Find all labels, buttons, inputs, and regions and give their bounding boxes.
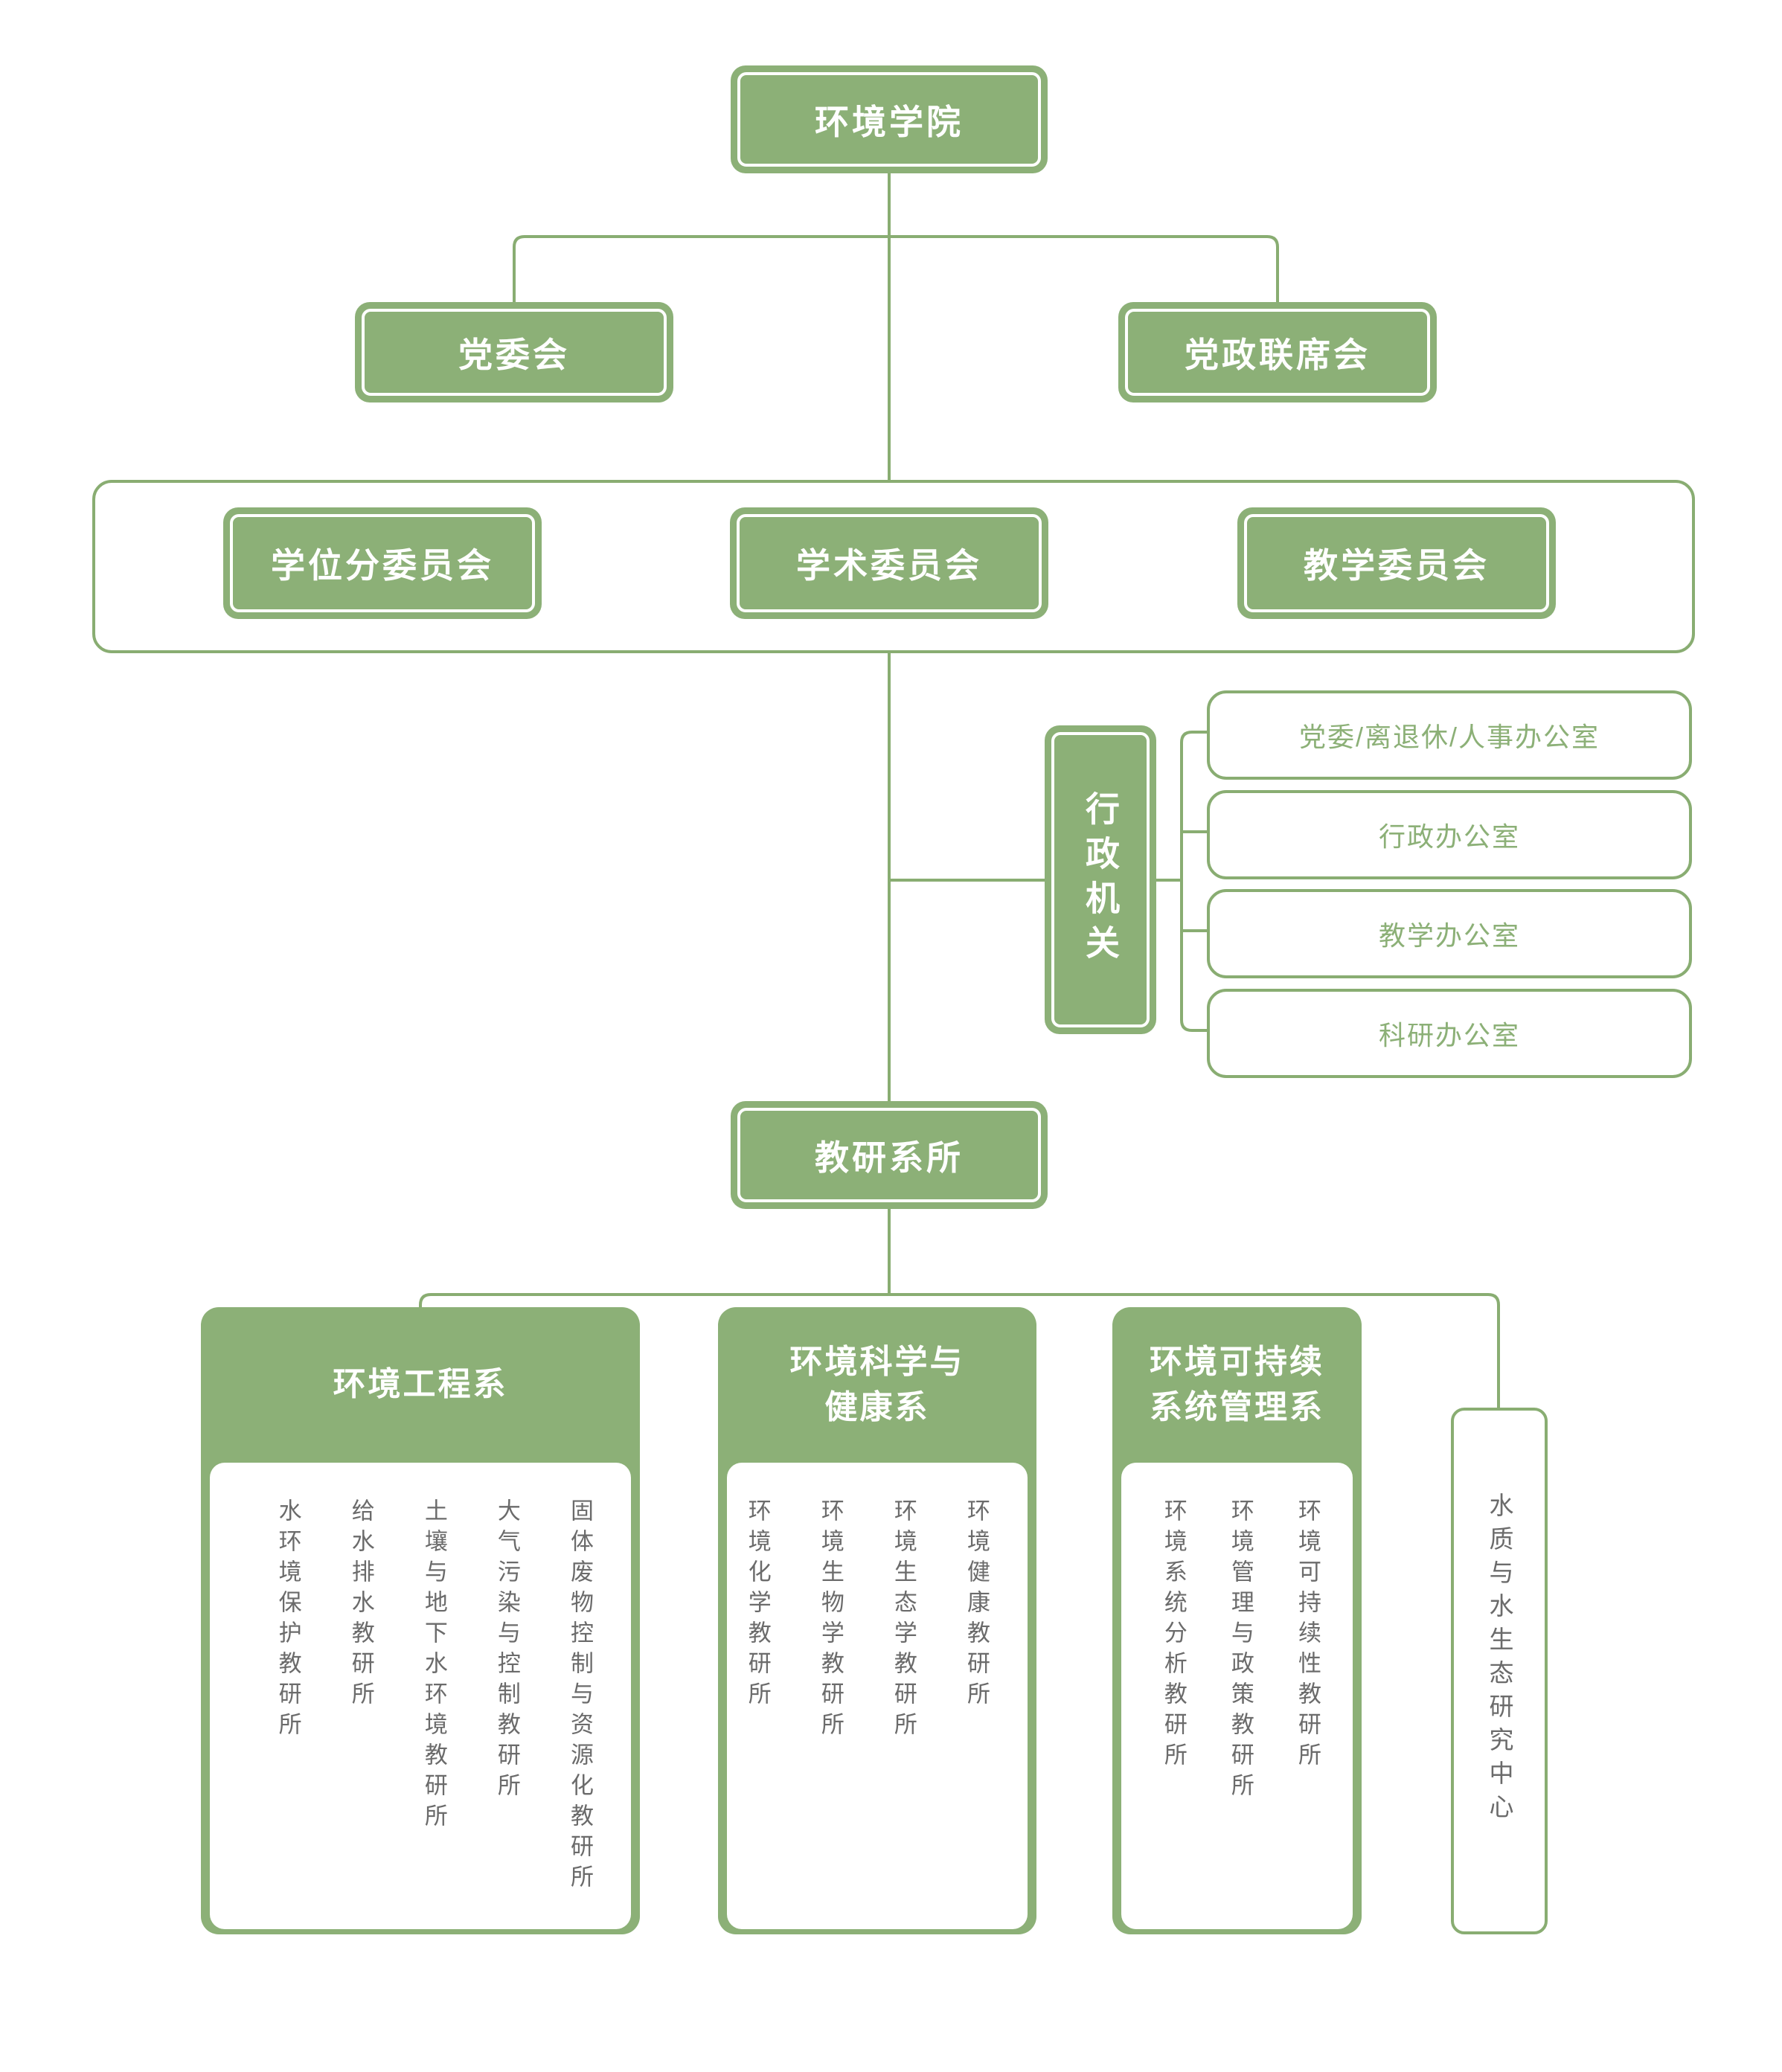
node-college-label: 环境学院: [815, 102, 964, 141]
office-label: 科研办公室: [1378, 1020, 1520, 1051]
dept-institute-list: 固体废物控制与资源化教研所 大气污染与控制教研所 土壤与地下水环境教研所 给水排…: [210, 1463, 631, 1929]
dept-sustainable-systems[interactable]: 环境可持续 系统管理系 环境可持续性教研所 环境管理与政策教研所 环境系统分析教…: [1112, 1307, 1362, 1934]
node-party-committee-label: 党委会: [458, 335, 570, 374]
node-admin-organ[interactable]: 行政机关: [1045, 725, 1156, 1034]
institute-item: 环境系统分析教研所: [1160, 1498, 1187, 1773]
node-teaching-research-label: 教研系所: [815, 1138, 964, 1177]
node-office-party-hr[interactable]: 党委/离退休/人事办公室: [1207, 690, 1692, 780]
institute-item: 环境化学教研所: [744, 1498, 771, 1712]
dept-title-line: 环境可持续: [1150, 1343, 1324, 1380]
institute-item: 土壤与地下水环境教研所: [420, 1498, 447, 1834]
node-office-research[interactable]: 科研办公室: [1207, 989, 1692, 1078]
node-degree-committee-label: 学位分委员会: [271, 546, 494, 585]
institute-item: 固体废物控制与资源化教研所: [567, 1498, 593, 1895]
node-party-gov-joint[interactable]: 党政联席会: [1118, 302, 1437, 402]
office-label: 党委/离退休/人事办公室: [1298, 722, 1600, 752]
dept-title-line: 系统管理系: [1150, 1388, 1324, 1425]
institute-item: 环境生物学教研所: [817, 1498, 844, 1742]
node-party-gov-joint-label: 党政联席会: [1185, 335, 1371, 374]
dept-header: 环境科学与 健康系: [718, 1307, 1036, 1463]
node-water-ecology-center[interactable]: 水质与水生态研究中心: [1451, 1408, 1548, 1934]
node-water-ecology-center-label: 水质与水生态研究中心: [1486, 1492, 1513, 1827]
institute-item: 环境生态学教研所: [890, 1498, 917, 1742]
node-office-administration[interactable]: 行政办公室: [1207, 790, 1692, 879]
dept-header: 环境可持续 系统管理系: [1112, 1307, 1362, 1463]
dept-title-line: 健康系: [824, 1388, 930, 1425]
node-academic-committee-label: 学术委员会: [796, 546, 982, 585]
dept-institute-list: 环境健康教研所 环境生态学教研所 环境生物学教研所 环境化学教研所: [727, 1463, 1028, 1929]
dept-environmental-engineering[interactable]: 环境工程系 固体废物控制与资源化教研所 大气污染与控制教研所 土壤与地下水环境教…: [201, 1307, 640, 1934]
node-degree-committee[interactable]: 学位分委员会: [223, 507, 542, 619]
institute-item: 环境健康教研所: [964, 1498, 990, 1712]
dept-title-line: 环境工程系: [333, 1366, 508, 1403]
institute-item: 环境可持续性教研所: [1295, 1498, 1321, 1773]
node-party-committee[interactable]: 党委会: [355, 302, 673, 402]
node-academic-committee[interactable]: 学术委员会: [730, 507, 1048, 619]
node-teaching-committee-label: 教学委员会: [1304, 546, 1490, 585]
institute-item: 水环境保护教研所: [275, 1498, 301, 1742]
office-label: 教学办公室: [1378, 920, 1520, 951]
office-label: 行政办公室: [1378, 821, 1520, 852]
institute-item: 环境管理与政策教研所: [1227, 1498, 1254, 1803]
dept-title-line: 环境科学与: [789, 1343, 965, 1380]
institute-item: 给水排水教研所: [347, 1498, 374, 1712]
node-admin-organ-label: 行政机关: [1081, 790, 1120, 969]
dept-environmental-science-health[interactable]: 环境科学与 健康系 环境健康教研所 环境生态学教研所 环境生物学教研所 环境化学…: [718, 1307, 1036, 1934]
node-college[interactable]: 环境学院: [731, 65, 1048, 173]
institute-item: 大气污染与控制教研所: [493, 1498, 520, 1803]
node-teaching-committee[interactable]: 教学委员会: [1237, 507, 1556, 619]
node-teaching-research[interactable]: 教研系所: [731, 1101, 1048, 1209]
node-office-teaching[interactable]: 教学办公室: [1207, 889, 1692, 978]
dept-header: 环境工程系: [201, 1307, 640, 1463]
dept-institute-list: 环境可持续性教研所 环境管理与政策教研所 环境系统分析教研所: [1121, 1463, 1353, 1929]
